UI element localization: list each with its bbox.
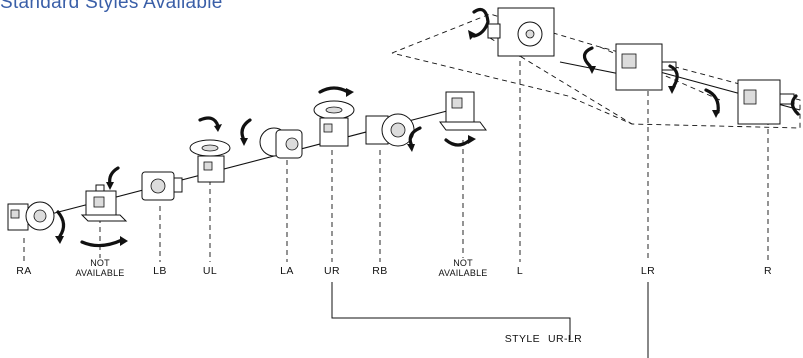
label-na2-line1: NOT [453,258,473,268]
label-lr: LR [641,265,655,277]
rotation-arrow-lr-2 [668,64,679,88]
unit-lb [141,171,183,201]
leader-lines [23,52,769,262]
unit-ur [313,100,355,147]
rotation-arrow-l [472,8,490,38]
label-na1-line1: NOT [90,258,110,268]
rotation-arrow-la [240,118,252,142]
rotation-arrow-lr-1 [582,46,594,68]
rotation-arrow-na1 [80,238,124,248]
ur-lr-connector-left [331,282,571,340]
unit-ra [7,201,55,231]
label-l: L [517,265,523,277]
label-na1-line2: AVAILABLE [76,268,125,278]
rotation-arrow-ra [56,210,66,238]
unit-l [487,7,555,57]
label-ul: UL [203,265,217,277]
rotation-arrow-na2 [444,138,472,147]
label-ra: RA [16,265,31,277]
page-title: Standard Styles Available [0,0,223,13]
rotation-arrow-r [704,88,720,114]
label-lb: LB [153,265,167,277]
unit-not-available-2 [439,91,487,131]
label-rb: RB [372,265,387,277]
label-ur: UR [324,265,340,277]
label-na2-line2: AVAILABLE [439,268,488,278]
reference-plane-dashed [391,13,801,129]
combo-label-prefix: STYLE [505,333,540,345]
unit-rb [365,113,415,147]
rotation-arrow-ur [318,86,350,94]
unit-r [737,79,795,125]
label-r: R [764,265,772,277]
unit-lr [615,43,677,91]
combo-label-value: UR-LR [548,333,582,345]
unit-ul [189,139,231,183]
rotation-arrow-ul [198,116,220,128]
label-la: LA [280,265,294,277]
unit-la [259,127,303,159]
unit-not-available-1 [80,184,128,222]
